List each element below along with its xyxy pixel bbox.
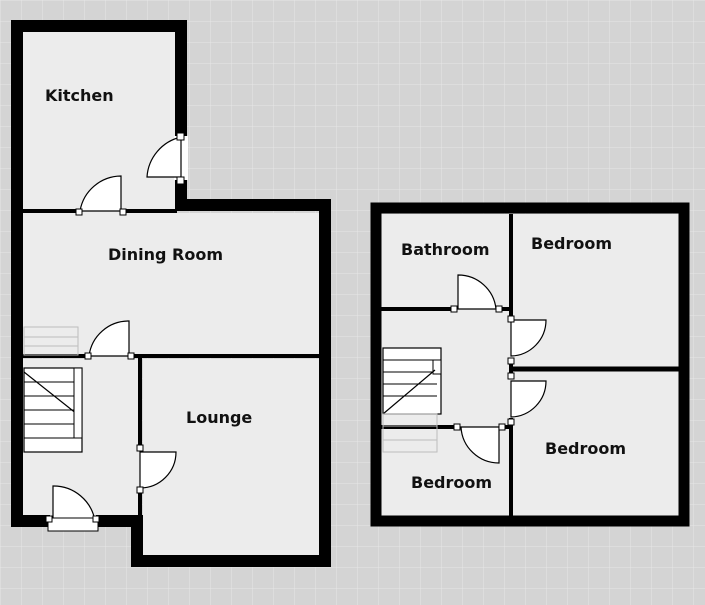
- kitchen-floor: [23, 32, 177, 210]
- ground-floor: Kitchen Dining Room Lounge: [11, 20, 331, 567]
- dining-hall-door: [84, 320, 135, 360]
- stairs-side-block: [432, 359, 442, 375]
- first-floor: Bathroom Bedroom Bedroom Bedroom: [370, 202, 690, 527]
- front-door: [45, 485, 100, 532]
- stairs-lower-outline: [23, 326, 79, 356]
- first-floor-stairs: [382, 347, 442, 453]
- stairs-direction-line: [23, 371, 83, 419]
- bathroom-door: [450, 274, 503, 313]
- dining-room-floor: [23, 213, 319, 354]
- kitchen-dining-door: [75, 175, 127, 216]
- stairs-side-block: [73, 367, 83, 439]
- kitchen-external-door: [146, 132, 185, 185]
- bedroom-right-label: Bedroom: [545, 439, 626, 458]
- stairs-outline: [382, 347, 442, 415]
- hall-lounge-door: [136, 444, 177, 494]
- stairs-direction-line: [382, 369, 436, 415]
- lounge-label: Lounge: [186, 408, 252, 427]
- bedroom-top-floor: [513, 214, 679, 367]
- stairs-lower-outline: [382, 413, 438, 453]
- bedroom-bottom-label: Bedroom: [411, 473, 492, 492]
- bathroom-label: Bathroom: [401, 240, 490, 259]
- bedroom-right-door: [507, 372, 547, 426]
- kitchen-label: Kitchen: [45, 86, 114, 105]
- dining-room-label: Dining Room: [108, 245, 223, 264]
- ground-floor-stairs: [23, 326, 83, 453]
- bedroom-top-door: [507, 315, 547, 365]
- bedroom-top-label: Bedroom: [531, 234, 612, 253]
- first-floor-outer-wall: [370, 202, 690, 527]
- bedroom-bottom-door: [453, 423, 506, 464]
